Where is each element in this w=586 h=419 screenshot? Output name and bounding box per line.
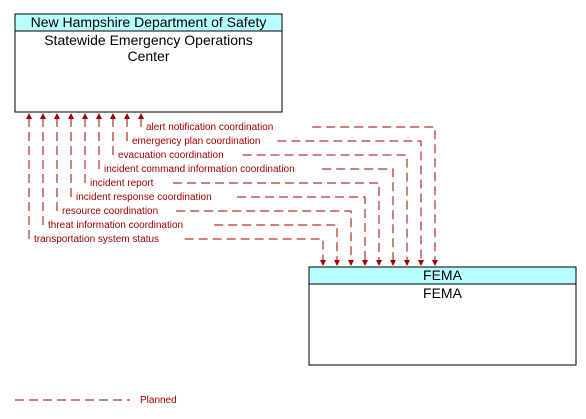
- flow-line: [42, 118, 338, 261]
- flow-arrow-down: [418, 260, 424, 266]
- flow-label[interactable]: resource coordination: [62, 206, 158, 217]
- flow-line: [112, 118, 408, 261]
- flow-arrow-up: [54, 113, 60, 119]
- flow-arrow-up: [40, 113, 46, 119]
- legend-planned-label: Planned: [140, 395, 177, 406]
- upper-element[interactable]: New Hampshire Department of Safety State…: [14, 13, 283, 113]
- flow-line: [84, 118, 380, 261]
- flow-arrow-down: [432, 260, 438, 266]
- flow-arrow-down: [404, 260, 410, 266]
- flow-arrow-up: [68, 113, 74, 119]
- flow-label[interactable]: threat information coordination: [48, 220, 183, 231]
- flow-arrow-down: [348, 260, 354, 266]
- flow-label[interactable]: evacuation coordination: [118, 150, 224, 161]
- flow-arrow-down: [376, 260, 382, 266]
- flow-label[interactable]: transportation system status: [34, 234, 159, 245]
- legend: Planned: [15, 395, 177, 406]
- flow-label[interactable]: emergency plan coordination: [132, 136, 260, 147]
- flow-arrow-up: [96, 113, 102, 119]
- upper-element-owner: New Hampshire Department of Safety: [31, 14, 267, 30]
- upper-element-name-line1: Statewide Emergency Operations: [44, 32, 253, 48]
- flow-arrow-up: [124, 113, 130, 119]
- flow-line: [28, 118, 324, 261]
- flow-arrow-up: [26, 113, 32, 119]
- flow-arrow-down: [320, 260, 326, 266]
- lower-element-name: FEMA: [423, 285, 463, 301]
- flow-line: [140, 118, 436, 261]
- flow-line: [126, 118, 422, 261]
- flow-arrow-up: [110, 113, 116, 119]
- flow-label[interactable]: incident report: [90, 178, 154, 189]
- flow-line: [70, 118, 366, 261]
- flow-line: [56, 118, 352, 261]
- flow-arrow-down: [390, 260, 396, 266]
- flow-arrow-down: [334, 260, 340, 266]
- upper-element-body: [14, 30, 283, 113]
- flow-arrow-up: [138, 113, 144, 119]
- information-flows: alert notification coordination emergency…: [26, 113, 438, 266]
- flow-label[interactable]: incident response coordination: [76, 192, 212, 203]
- flow-arrow-up: [82, 113, 88, 119]
- upper-element-name-line2: Center: [127, 48, 169, 64]
- lower-element[interactable]: FEMA FEMA: [308, 266, 577, 366]
- flow-label[interactable]: incident command information coordinatio…: [104, 164, 295, 175]
- flow-label[interactable]: alert notification coordination: [146, 122, 273, 133]
- lower-element-owner: FEMA: [423, 267, 463, 283]
- lower-element-body: [308, 283, 577, 366]
- flow-arrow-down: [362, 260, 368, 266]
- flow-line: [98, 118, 394, 261]
